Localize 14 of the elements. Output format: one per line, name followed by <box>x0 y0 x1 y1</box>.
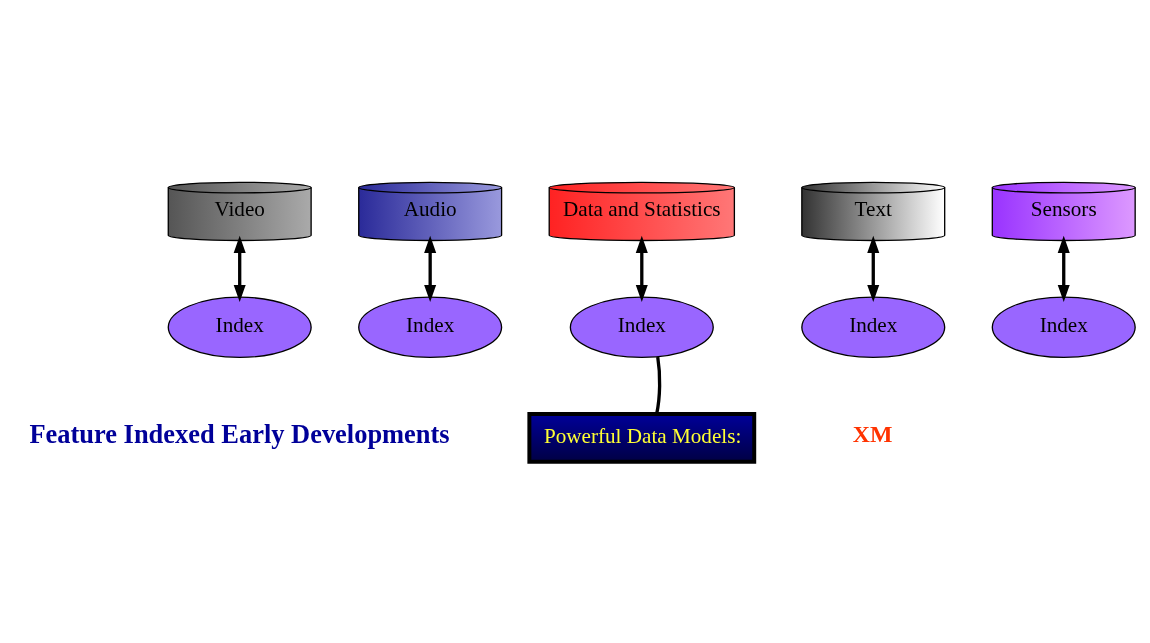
arrow <box>867 235 880 302</box>
connector <box>655 356 662 414</box>
arrow <box>635 235 648 302</box>
label: XM <box>852 420 893 447</box>
node-box: Powerful Data Models: <box>527 411 757 464</box>
arrow <box>1057 235 1070 302</box>
node-ellipse: Index <box>569 296 714 358</box>
arrow <box>233 235 246 302</box>
node-ellipse: Index <box>358 296 503 358</box>
node-ellipse: Index <box>167 296 312 358</box>
label: Feature Indexed Early Developments <box>29 418 450 449</box>
node-ellipse: Index <box>801 296 946 358</box>
arrow <box>424 235 437 302</box>
node-ellipse: Index <box>991 296 1136 358</box>
